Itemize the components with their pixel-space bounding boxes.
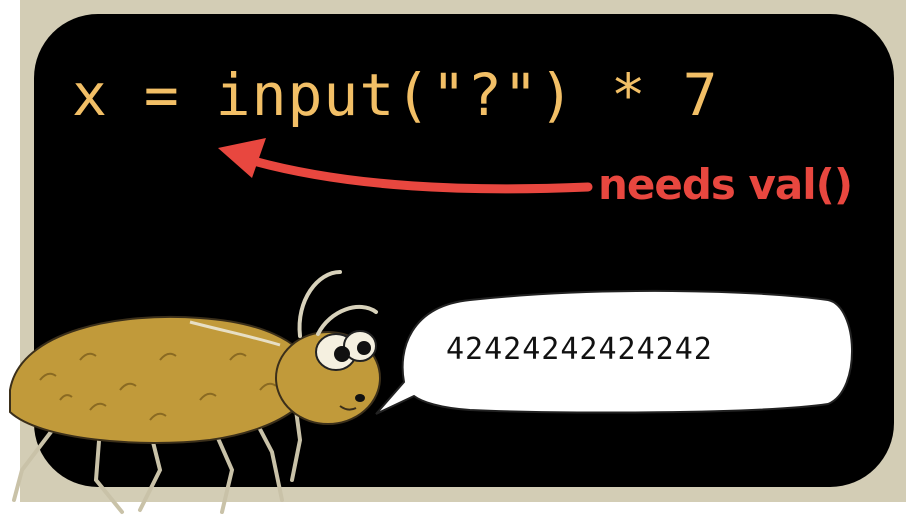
bug-character [9,270,381,514]
arrow-icon [218,138,593,194]
annotation-label: needs val() [598,160,853,209]
code-line: x = input("?") * 7 [72,61,719,129]
bug-texture [39,352,277,421]
speech-bubble [375,289,853,415]
speech-bubble-text: 42424242424242 [446,332,713,367]
